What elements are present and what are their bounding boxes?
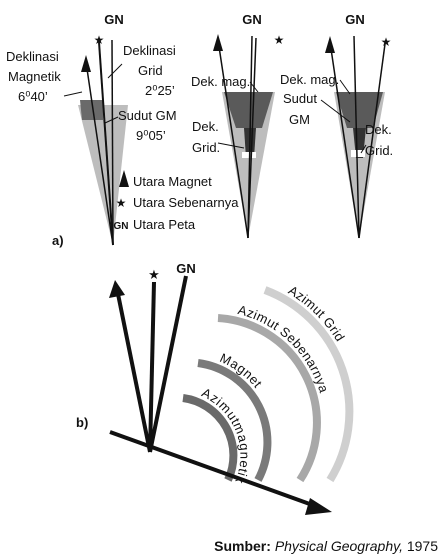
azimuth-diagram: ★ GN Azimut Grid Azimut Sebenarnya Magne… [109,261,354,515]
magnetic-sector [224,92,273,128]
gn-label-1: GN [104,12,124,27]
magnetic-north-ray [116,293,152,453]
dek-grid-line2: Grid. [192,140,220,155]
grid-north-line [353,35,360,239]
angle-band [351,150,365,157]
decl-mag-line2: Magnetik [8,69,61,84]
source-title: Physical Geography, [275,538,403,554]
legend-utara-magnet: Utara Magnet [133,174,212,189]
grid-north-line [247,35,253,239]
magnetic-north-arrow-icon [81,55,91,72]
gn-label-2: GN [242,12,262,27]
pointer-line [249,81,259,93]
gn-label-3: GN [345,12,365,27]
dek-mag-label: Dek. mag. [191,74,250,89]
dek-grid-line1: Dek. [192,119,219,134]
gn-label-b: GN [176,261,196,276]
arc-azimut-sebenarnya [217,314,321,483]
magnetic-north-arrow-icon [109,280,125,298]
panel-a-label: a) [52,233,64,248]
magnetic-north-line [329,41,360,239]
declination-diagram-2: ★ GN Dek. mag. Dek. Grid. [191,12,285,239]
fan-wedge [334,92,385,238]
dek-grid-line1: Dek. [365,122,392,137]
dek-grid-line2: Grid. [365,143,393,158]
decl-mag-value: 6⁰40’ [18,89,48,104]
arc-azimut-magnetik-inner [182,394,238,482]
star-icon: ★ [148,267,160,282]
gm-label: GM [289,112,310,127]
source-prefix: Sumber: [214,538,275,554]
star-icon: ★ [274,33,285,47]
pointer-line [360,144,367,154]
panel-b-label: b) [76,415,88,430]
pointer-line [107,63,123,79]
star-icon: ★ [381,35,392,49]
pointer-line [63,91,83,97]
magnetic-sector [80,100,103,120]
decl-grid-line1: Deklinasi [123,43,176,58]
pointer-line [217,142,245,149]
arc-azimut-magnetik-outer [197,359,272,482]
fan-wedge [222,92,275,238]
pointer-line [104,116,119,124]
direction-arrow-icon [305,498,332,515]
decl-grid-value: 2⁰25’ [145,83,175,98]
legend-utara-sebenarnya: Utara Sebenarnya [133,195,239,210]
true-north-line [358,43,386,239]
pointer-line [339,79,351,95]
declination-diagram-3: ★ GN Dek. mag. Sudut GM Dek. Grid. [280,12,393,239]
magnetic-north-line [217,39,249,239]
decl-grid-line2: Grid [138,63,163,78]
magnetic-north-line [85,61,114,246]
declination-diagram-1: ★ GN Deklinasi Magnetik 6⁰40’ Deklinasi … [6,12,177,246]
dek-mag-label: Dek. mag. [280,72,339,87]
sudut-gm-label: Sudut GM [118,108,177,123]
legend: Utara Magnet ★ Utara Sebenarnya GN Utara… [114,170,239,232]
star-icon: ★ [116,196,127,210]
magnetic-north-arrow-icon [325,36,335,53]
grid-north-ray [148,275,188,453]
pointer-line [320,99,351,123]
grid-north-line [111,39,114,246]
sudut-gm-value: 9⁰05’ [136,128,166,143]
sudut-label: Sudut [283,91,317,106]
magnetic-north-arrow-icon [213,34,223,51]
source-year: 1975 [403,538,438,554]
legend-gn-symbol: GN [114,221,129,232]
magnetic-sector [336,92,383,128]
legend-utara-peta: Utara Peta [133,217,196,232]
true-north-ray [148,281,156,453]
decl-mag-line1: Deklinasi [6,49,59,64]
true-north-line [98,41,114,246]
arc-azimut-grid [263,286,354,483]
source-caption: Sumber: Physical Geography, 1975 [214,538,438,554]
baseline-direction [109,430,319,509]
magnetic-north-arrow-icon [119,170,129,187]
star-icon: ★ [94,33,105,47]
